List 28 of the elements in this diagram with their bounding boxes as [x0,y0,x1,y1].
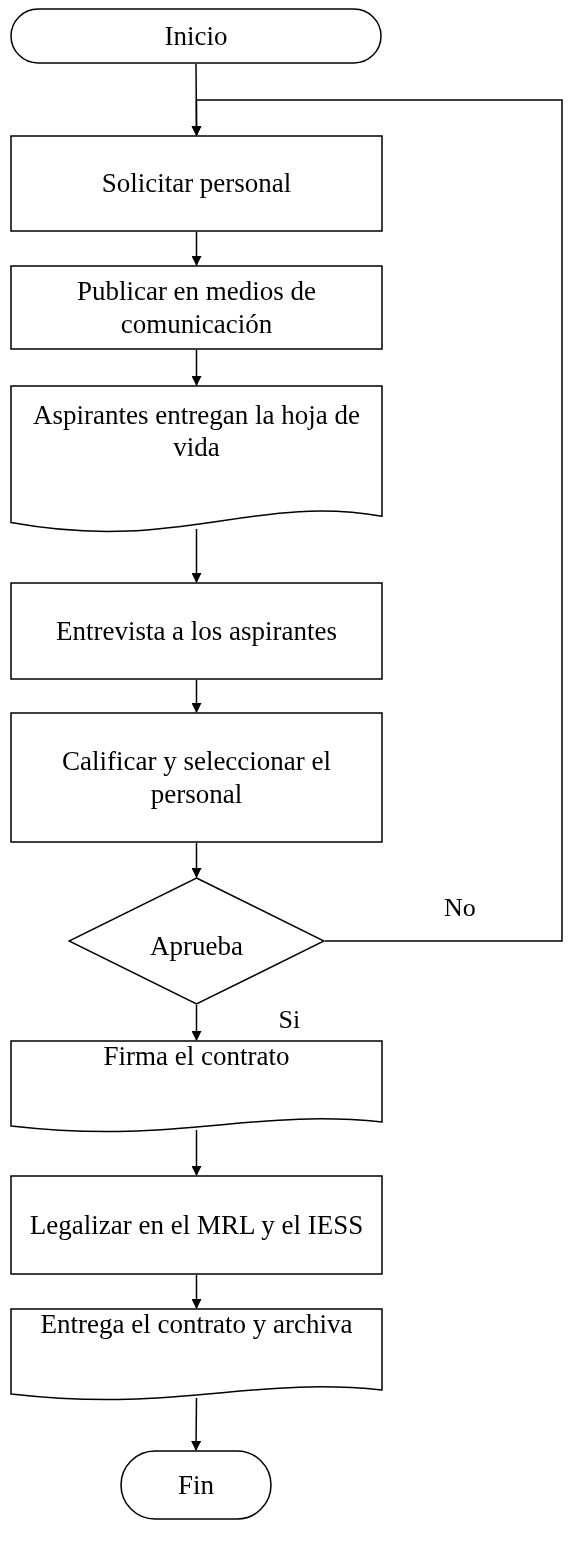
arrow [191,1129,202,1176]
node-text: Publicar en medios de comunicación [75,275,318,340]
process-box [10,712,383,843]
node-text: Legalizar en el MRL y el IESS [29,1208,364,1242]
node-text: Calificar y seleccionar el personal [60,745,333,810]
arrow [191,231,202,266]
node-text: Entrevista a los aspirantes [55,614,338,648]
node-text: Solicitar personal [101,167,292,200]
arrow [191,99,563,942]
node-text: Inicio [164,19,228,53]
process-box [10,582,383,680]
arrow [191,842,202,878]
arrow [191,1004,202,1041]
arrow [191,349,202,386]
node-text: Firma el contrato [103,1040,290,1073]
node-text: Aprueba [150,929,243,963]
node-text: Aspirantes entregan la hoja de vida [32,399,361,464]
process-box [10,135,383,232]
node-text: Entrega el contrato y archiva [40,1308,353,1341]
node-text: Fin [178,1468,214,1502]
process-box [10,1175,383,1275]
arrow [191,679,202,713]
arrow [191,1397,202,1451]
decision-diamond [68,877,325,1005]
arrow [191,1274,202,1309]
process-box [10,265,383,350]
arrow [191,528,202,583]
terminal-shape [10,8,382,64]
